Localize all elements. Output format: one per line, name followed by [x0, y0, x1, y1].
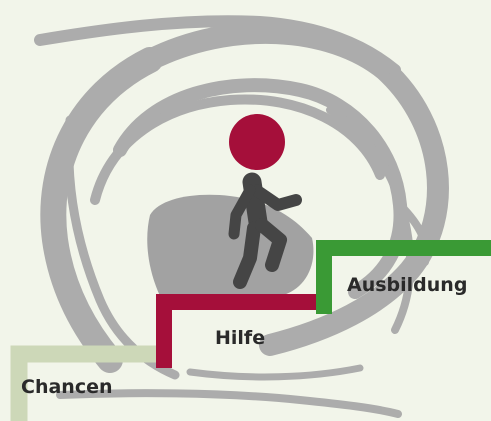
figure-arm-back — [228, 184, 256, 240]
scribble-bottom-curve — [186, 364, 364, 381]
scribble-right-inner — [326, 106, 415, 334]
scribble-outer-loop — [139, 21, 449, 356]
walking-person-icon — [228, 114, 302, 289]
step-ausbildung-line — [316, 240, 491, 314]
step-label-chancen: Chancen — [21, 376, 113, 398]
scribble-top-sweep — [34, 15, 401, 76]
scribble-center-blob — [147, 194, 314, 296]
figure-leg-back — [233, 221, 261, 289]
scribble-background — [34, 15, 449, 418]
scribble-left-arc — [40, 47, 163, 373]
scribble-bottom-tail — [56, 389, 402, 418]
step-label-ausbildung: Ausbildung — [347, 274, 468, 296]
figure-head — [229, 114, 285, 170]
step-chancen-line — [10, 345, 172, 421]
figure-arm-front — [250, 184, 302, 211]
step-hilfe-line — [156, 294, 324, 368]
step-label-hilfe: Hilfe — [215, 327, 266, 349]
scribble-right-tail — [396, 201, 431, 266]
figure-leg-front — [255, 218, 287, 272]
scribble-middle-loop — [90, 94, 385, 205]
